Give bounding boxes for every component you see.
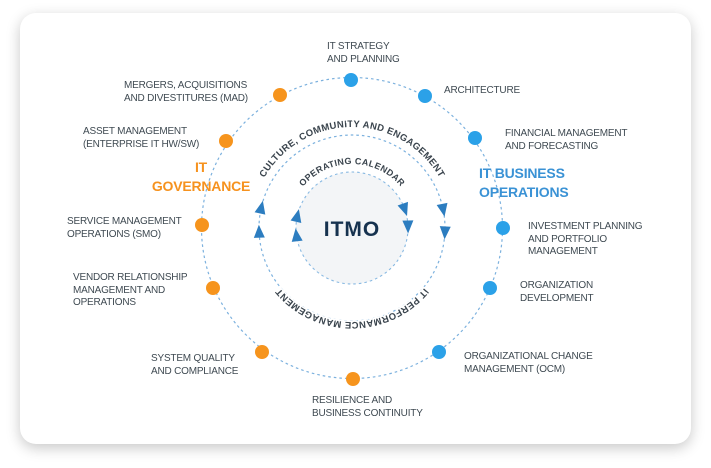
label-line: MERGERS, ACQUISITIONS [124,80,248,91]
node-dot-investment-planning-and-portfolio-management [496,221,510,235]
flow-arrow-icon [291,228,303,242]
it-performance-ring-text: IT PERFORMANCE MANAGEMENT [274,286,431,330]
flow-arrows [253,200,451,242]
flow-arrow-icon [397,201,408,216]
label-line: SERVICE MANAGEMENT [67,216,182,227]
label-line: ORGANIZATION [520,280,593,291]
node-dot-organizational-change-management [432,345,446,359]
label-line: RESILIENCE AND [312,395,393,406]
label-line: AND COMPLIANCE [151,365,239,377]
center-itmo-label: ITMO [324,218,381,241]
heading-line: OPERATIONS [479,184,569,200]
heading-line: GOVERNANCE [151,178,251,194]
flow-arrow-icon [402,220,414,234]
flow-arrow-icon [290,209,302,223]
node-dot-organization-development [483,281,497,295]
culture-ring-text: CULTURE, COMMUNITY AND ENGAGEMENT [257,119,446,180]
flow-arrow-icon [436,202,448,217]
node-dot-system-quality-and-compliance [255,345,269,359]
flow-arrow-icon [439,226,451,240]
label-line: DEVELOPMENT [520,292,594,304]
label-line: (ENTERPRISE IT HW/SW) [83,138,200,150]
node-dot-architecture [418,89,432,103]
node-dot-it-strategy-and-planning [344,73,358,87]
flow-arrow-icon [254,200,266,215]
heading-line: IT BUSINESS [479,165,565,181]
node-dot-vendor-relationship-management-and-operations [206,281,220,295]
label-line: AND PLANNING [327,53,400,65]
node-dot-service-management-operations [195,218,209,232]
node-label-architecture: ARCHITECTURE [444,85,520,98]
label-line: SYSTEM QUALITY [151,353,235,364]
label-line: FINANCIAL MANAGEMENT [505,128,628,139]
node-dot-financial-management-and-forecasting [468,131,482,145]
heading-it-business-operations: IT BUSINESS OPERATIONS [479,164,569,202]
label-line: ASSET MANAGEMENT [83,126,187,137]
label-line: MANAGEMENT AND [73,284,166,296]
label-line: AND FORECASTING [505,140,599,152]
label-line: IT STRATEGY [327,41,390,52]
label-line: BUSINESS CONTINUITY [312,407,423,419]
label-line: OPERATIONS (SMO) [67,228,161,240]
node-label-asset-management: ASSET MANAGEMENT(ENTERPRISE IT HW/SW) [83,126,199,151]
node-dots [195,73,510,386]
node-dot-mergers-acquisitions-and-divestitures [273,88,287,102]
label-line: OPERATIONS [73,297,136,308]
label-line: ARCHITECTURE [444,85,520,96]
label-line: AND DIVESTITURES (MAD) [124,92,248,104]
label-line: VENDOR RELATIONSHIP [73,272,188,283]
node-dot-asset-management [219,134,233,148]
label-line: MANAGEMENT (OCM) [464,363,566,375]
heading-line: IT [194,159,208,175]
label-line: AND PORTFOLIO [528,233,607,245]
heading-it-governance: IT GOVERNANCE [131,158,271,196]
flow-arrow-icon [253,224,265,238]
node-dot-resilience-and-business-continuity [346,372,360,386]
label-line: INVESTMENT PLANNING [528,221,643,232]
label-line: MANAGEMENT [528,246,598,257]
label-line: ORGANIZATIONAL CHANGE [464,351,593,362]
